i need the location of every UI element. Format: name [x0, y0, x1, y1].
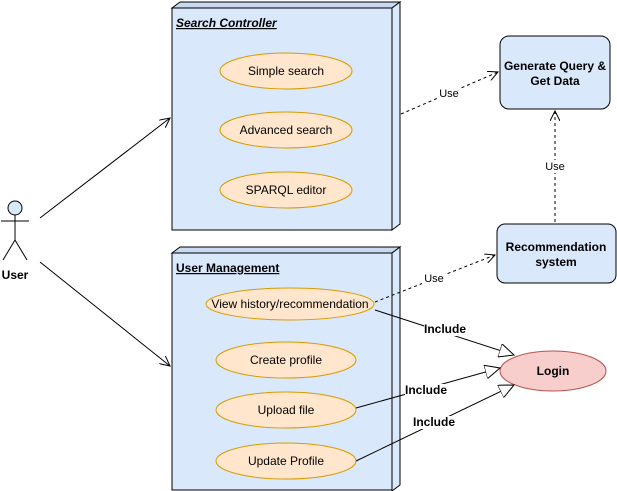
login-use-case[interactable]: Login: [499, 350, 607, 392]
edge-recommendation-use-generate: Use: [543, 111, 567, 222]
edge-label: Use: [439, 88, 459, 100]
recommendation-system-box[interactable]: Recommendation system: [496, 223, 617, 284]
use-case-update-profile[interactable]: Update Profile: [215, 442, 357, 480]
use-case-label: SPARQL editor: [246, 183, 327, 197]
use-case-advanced-search[interactable]: Advanced search: [219, 111, 353, 149]
generate-query-box[interactable]: Generate Query & Get Data: [499, 35, 611, 110]
edge-history-use-recommendation: Use: [374, 255, 495, 303]
actor-to-search-arrow: [39, 118, 170, 219]
user-management-title: User Management: [176, 261, 279, 275]
generate-query-line2: Get Data: [530, 74, 580, 88]
use-case-sparql-editor[interactable]: SPARQL editor: [219, 171, 353, 209]
actor-label: User: [2, 268, 29, 282]
use-case-label: View history/recommendation: [211, 297, 368, 311]
use-case-view-history[interactable]: View history/recommendation: [205, 287, 375, 321]
use-case-create-profile[interactable]: Create profile: [215, 341, 357, 379]
use-case-label: Advanced search: [240, 123, 333, 137]
generate-query-line1: Generate Query &: [504, 59, 606, 73]
actor-head: [7, 200, 23, 216]
use-case-label: Update Profile: [248, 454, 324, 468]
edge-search-use-generate: Use: [400, 72, 498, 115]
search-controller-title: Search Controller: [176, 16, 278, 30]
edge-label: Include: [413, 415, 455, 429]
actor-to-user-management-arrow: [39, 261, 170, 366]
use-case-simple-search[interactable]: Simple search: [219, 52, 353, 90]
edge-label: Include: [405, 383, 447, 397]
edge-label: Use: [545, 161, 565, 173]
recommendation-line1: Recommendation: [506, 240, 607, 254]
login-label: Login: [537, 364, 570, 378]
use-case-label: Simple search: [248, 64, 324, 78]
edge-upload-include-login: Include: [355, 368, 500, 409]
user-actor[interactable]: User: [1, 200, 29, 282]
use-case-label: Upload file: [258, 403, 315, 417]
edge-label: Use: [424, 273, 444, 285]
edge-label: Include: [424, 322, 466, 336]
use-case-label: Create profile: [250, 353, 322, 367]
edge-history-include-login: Include: [374, 309, 514, 355]
use-case-upload-file[interactable]: Upload file: [215, 391, 357, 429]
edge-update-include-login: Include: [355, 385, 514, 462]
recommendation-line2: system: [535, 255, 576, 269]
